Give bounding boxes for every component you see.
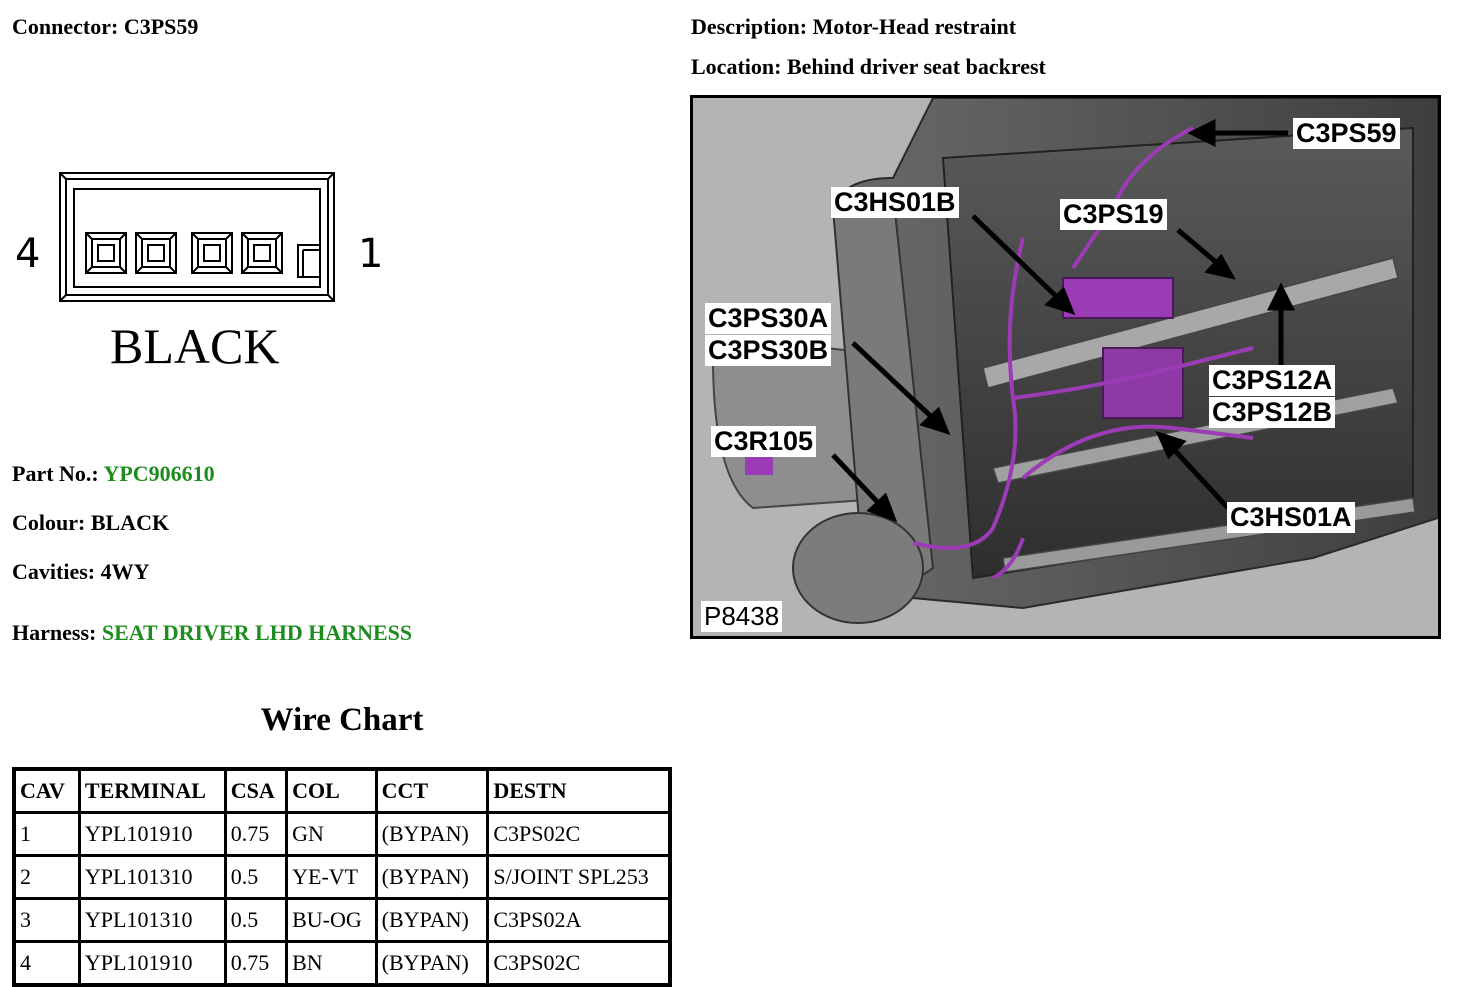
colour-line: Colour: BLACK: [12, 510, 169, 536]
callout-c3ps59: C3PS59: [1293, 118, 1400, 149]
connector-outline: 4 1 BLACK: [15, 172, 383, 374]
harness-link[interactable]: SEAT DRIVER LHD HARNESS: [101, 620, 413, 645]
table-cell: BN: [285, 940, 378, 987]
connector-title: Connector: C3PS59: [12, 14, 198, 40]
table-cell: 0.75: [223, 811, 289, 857]
table-row: 1 YPL101910 0.75 GN (BYPAN) C3PS02C: [12, 811, 672, 857]
pin-4-label: 4: [15, 231, 40, 277]
table-row: 3 YPL101310 0.5 BU-OG (BYPAN) C3PS02A: [12, 897, 672, 943]
harness-label: Harness:: [12, 620, 97, 645]
table-cell: C3PS02C: [486, 811, 672, 857]
callout-c3ps30a: C3PS30A: [705, 303, 832, 334]
table-cell: 0.75: [223, 940, 289, 987]
table-cell: YPL101310: [77, 897, 227, 943]
table-cell: 1: [12, 811, 81, 857]
connector-location-photo: C3PS59 C3HS01B C3PS19 C3PS30A C3PS30B C3…: [690, 95, 1441, 639]
connector-value: C3PS59: [123, 14, 199, 39]
table-cell: (BYPAN): [374, 811, 490, 857]
part-number-link[interactable]: YPC906610: [103, 461, 215, 486]
table-cell: 2: [12, 854, 81, 900]
table-cell: 0.5: [223, 897, 289, 943]
connector-face-diagram: 4 1 BLACK: [10, 165, 390, 380]
table-cell: GN: [285, 811, 378, 857]
callout-c3r105: C3R105: [711, 426, 817, 457]
harness-line: Harness: SEAT DRIVER LHD HARNESS: [12, 620, 412, 646]
callout-c3ps19: C3PS19: [1060, 199, 1167, 230]
callout-c3ps30b: C3PS30B: [705, 335, 832, 366]
callout-c3hs01a: C3HS01A: [1227, 502, 1355, 533]
column-header: COL: [285, 767, 378, 814]
location-value: Behind driver seat backrest: [786, 54, 1046, 79]
wire-chart-title: Wire Chart: [260, 702, 424, 738]
colour-value: BLACK: [90, 510, 170, 535]
table-cell: 4: [12, 940, 81, 987]
column-header: DESTN: [486, 767, 672, 814]
column-header: CAV: [12, 767, 81, 814]
connector-colour-text: BLACK: [110, 318, 279, 374]
table-header-row: CAV TERMINAL CSA COL CCT DESTN: [12, 767, 672, 814]
cavities-value: 4WY: [100, 559, 150, 584]
description-value: Motor-Head restraint: [812, 14, 1017, 39]
colour-label: Colour:: [12, 510, 86, 535]
photo-id-label: P8438: [701, 601, 783, 632]
description-label: Description:: [691, 14, 808, 39]
callout-c3hs01b: C3HS01B: [831, 187, 959, 218]
table-cell: 3: [12, 897, 81, 943]
callout-c3ps12a: C3PS12A: [1209, 365, 1336, 396]
wire-chart-table: CAV TERMINAL CSA COL CCT DESTN 1 YPL1019…: [12, 767, 672, 987]
table-row: 4 YPL101910 0.75 BN (BYPAN) C3PS02C: [12, 940, 672, 987]
seat-backrest-illustration: [693, 98, 1438, 636]
cavities-line: Cavities: 4WY: [12, 559, 149, 585]
table-cell: S/JOINT SPL253: [486, 854, 672, 900]
table-row: 2 YPL101310 0.5 YE-VT (BYPAN) S/JOINT SP…: [12, 854, 672, 900]
column-header: CSA: [223, 767, 289, 814]
column-header: TERMINAL: [77, 767, 227, 814]
column-header: CCT: [374, 767, 490, 814]
location-line: Location: Behind driver seat backrest: [691, 54, 1046, 80]
table-cell: (BYPAN): [374, 940, 490, 987]
table-cell: YPL101310: [77, 854, 227, 900]
table-cell: C3PS02C: [486, 940, 672, 987]
table-cell: (BYPAN): [374, 854, 490, 900]
connector-label: Connector:: [12, 14, 119, 39]
table-cell: 0.5: [223, 854, 289, 900]
location-label: Location:: [691, 54, 782, 79]
table-cell: (BYPAN): [374, 897, 490, 943]
pin-1-label: 1: [358, 231, 383, 277]
callout-c3ps12b: C3PS12B: [1209, 397, 1336, 428]
cavities-label: Cavities:: [12, 559, 96, 584]
table-cell: YPL101910: [77, 940, 227, 987]
table-cell: C3PS02A: [486, 897, 672, 943]
table-cell: BU-OG: [285, 897, 378, 943]
description-line: Description: Motor-Head restraint: [691, 14, 1016, 40]
part-label: Part No.:: [12, 461, 99, 486]
table-cell: YE-VT: [285, 854, 378, 900]
table-cell: YPL101910: [77, 811, 227, 857]
part-number-line: Part No.: YPC906610: [12, 461, 215, 487]
